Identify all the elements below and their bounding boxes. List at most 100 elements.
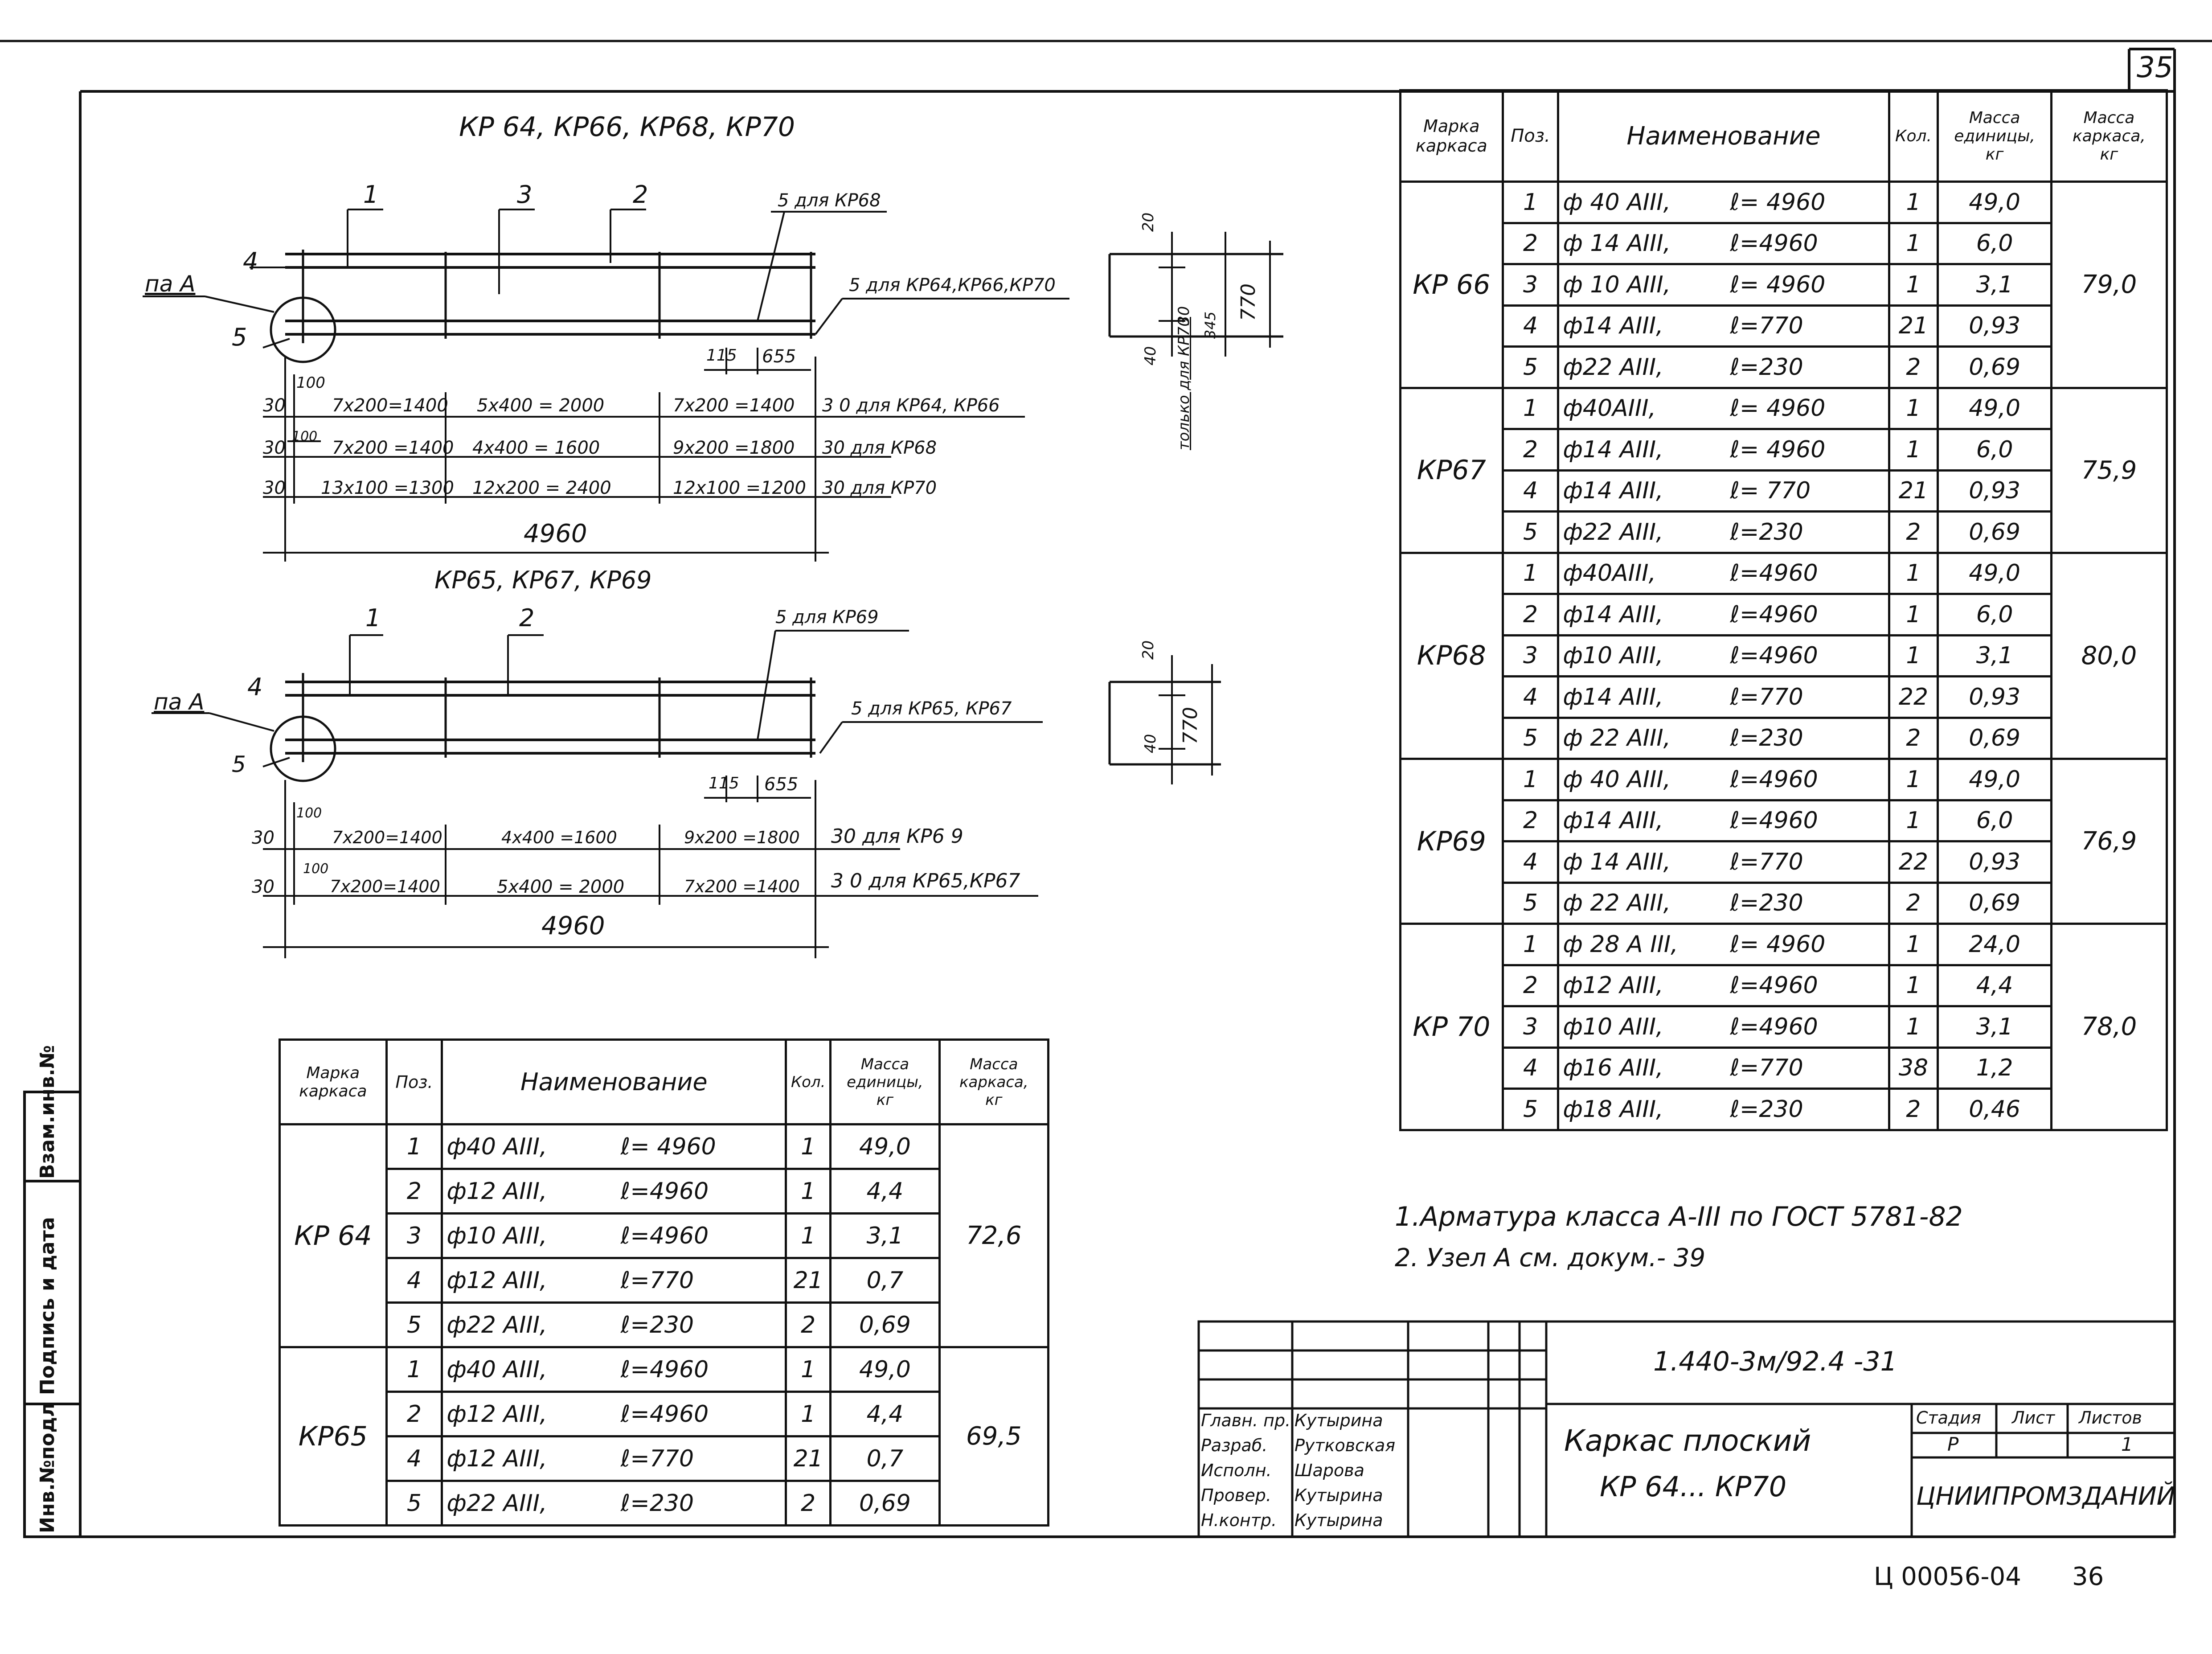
bar-unit-mass: 4,4 (829, 1168, 941, 1215)
bar-length: ℓ= 4960 (1730, 271, 1826, 298)
bar-length: ℓ=4960 (1730, 972, 1818, 999)
bar-length: ℓ=230 (1730, 353, 1803, 381)
row2-2-c3: 7х200 =1400 (684, 877, 800, 896)
signature-name: Шарова (1294, 1461, 1364, 1480)
bar-quantity: 21 (1888, 304, 1939, 348)
row2-1-c1: 7х200=1400 (332, 828, 442, 847)
position-number: 1 (385, 1346, 443, 1393)
bar-diameter: ф22 АIII, (1563, 518, 1663, 546)
leader-4: 4 (243, 247, 258, 275)
note-2: 2. Узел А см. докум.- 39 (1395, 1244, 1706, 1272)
bar-length: ℓ=770 (1730, 312, 1803, 340)
bar-description: ф12 АIII,ℓ=4960 (441, 1168, 787, 1215)
row1-c3: 7х200 =1400 (673, 395, 795, 416)
row2-1-right: 30 для КР6 9 (831, 825, 963, 848)
bar-length: ℓ=4960 (620, 1222, 709, 1249)
row1-c2: 5х400 = 2000 (477, 395, 605, 416)
bar-diameter: ф 40 АIII, (1563, 766, 1671, 793)
bar-description: ф14 АIII,ℓ=4960 (1557, 593, 1890, 636)
bar-quantity: 1 (1888, 593, 1939, 636)
bar-quantity: 21 (785, 1257, 832, 1304)
stage-value: Р (1947, 1433, 1959, 1455)
sec2-dim-40: 40 (1142, 734, 1159, 753)
bar-unit-mass: 3,1 (1937, 263, 2052, 307)
frame-mass: 76,9 (2050, 758, 2168, 925)
leader2-2: 2 (519, 604, 535, 632)
bar-unit-mass: 6,0 (1937, 799, 2052, 842)
row1-c1: 7х200=1400 (332, 395, 448, 416)
sec1-dim-20: 20 (1139, 212, 1157, 232)
bar-description: ф14 АIII,ℓ=4960 (1557, 799, 1890, 842)
bar-diameter: ф22 АIII, (446, 1311, 547, 1338)
bar-diameter: ф14 АIII, (1563, 312, 1663, 340)
bar-diameter: ф 22 АIII, (1563, 725, 1671, 752)
bar-unit-mass: 6,0 (1937, 428, 2052, 472)
bar-quantity: 1 (1888, 181, 1939, 224)
left-header-qty: Кол. (785, 1038, 832, 1125)
position-number: 1 (385, 1123, 443, 1170)
position-number: 5 (385, 1301, 443, 1348)
frame-mass: 79,0 (2050, 181, 2168, 389)
bar-length: ℓ=230 (1730, 518, 1803, 546)
bar-description: ф 40 АIII,ℓ= 4960 (1557, 181, 1890, 224)
position-number: 5 (1501, 510, 1560, 554)
bar-unit-mass: 1,2 (1937, 1046, 2052, 1090)
bar-unit-mass: 0,69 (1937, 345, 2052, 389)
bar-quantity: 1 (1888, 634, 1939, 677)
bar-description: ф14 АIII,ℓ=770 (1557, 675, 1890, 719)
frame-mark: КР65 (279, 1346, 388, 1527)
bar-description: ф12 АIII, ℓ=4960 (1557, 964, 1890, 1007)
position-number: 4 (385, 1257, 443, 1304)
pos5-note-top-2: 5 для КР69 (775, 607, 879, 628)
header-pos: Поз. (1501, 89, 1560, 183)
bar-description: ф10 АIII,ℓ=4960 (1557, 634, 1890, 677)
note-1: 1.Арматура класса А-III по ГОСТ 5781-82 (1395, 1201, 1963, 1232)
bar-diameter: ф14 АIII, (1563, 436, 1663, 463)
total-length-1: 4960 (524, 519, 587, 548)
bar-length: ℓ= 4960 (1730, 189, 1826, 216)
bar-diameter: ф40АIII, (1563, 560, 1656, 587)
bar-diameter: ф40 АIII, (446, 1356, 547, 1383)
row2-1-c2: 4х400 =1600 (501, 828, 617, 847)
bar-quantity: 2 (1888, 881, 1939, 925)
row1-right: 3 0 для КР64, КР66 (822, 395, 1000, 416)
bar-length: ℓ=4960 (620, 1178, 709, 1205)
signature-name: Кутырина (1294, 1510, 1383, 1530)
bar-quantity: 2 (1888, 510, 1939, 554)
bar-diameter: ф12 АIII, (1563, 972, 1663, 999)
organization: ЦНИИПРОМЗДАНИЙ (1916, 1482, 2175, 1511)
bar-quantity: 1 (1888, 386, 1939, 430)
frame-mark: КР 70 (1399, 923, 1504, 1131)
bar-unit-mass: 3,1 (1937, 634, 2052, 677)
side-stamp-replacement: Взам.инв.№ (36, 1045, 59, 1179)
bar-length: ℓ=4960 (1730, 766, 1818, 793)
bar-quantity: 1 (1888, 428, 1939, 472)
sec1-dim-345: 345 (1202, 311, 1219, 339)
signature-role: Разраб. (1201, 1436, 1268, 1455)
bar-unit-mass: 3,1 (1937, 1005, 2052, 1049)
position-number: 4 (385, 1435, 443, 1482)
sheets-header: Листов (2079, 1408, 2142, 1428)
bar-description: ф 22 АIII,ℓ=230 (1557, 716, 1890, 760)
bar-length: ℓ= 4960 (1730, 931, 1826, 958)
bar-quantity: 1 (1888, 551, 1939, 595)
bar-unit-mass: 0,69 (829, 1301, 941, 1348)
